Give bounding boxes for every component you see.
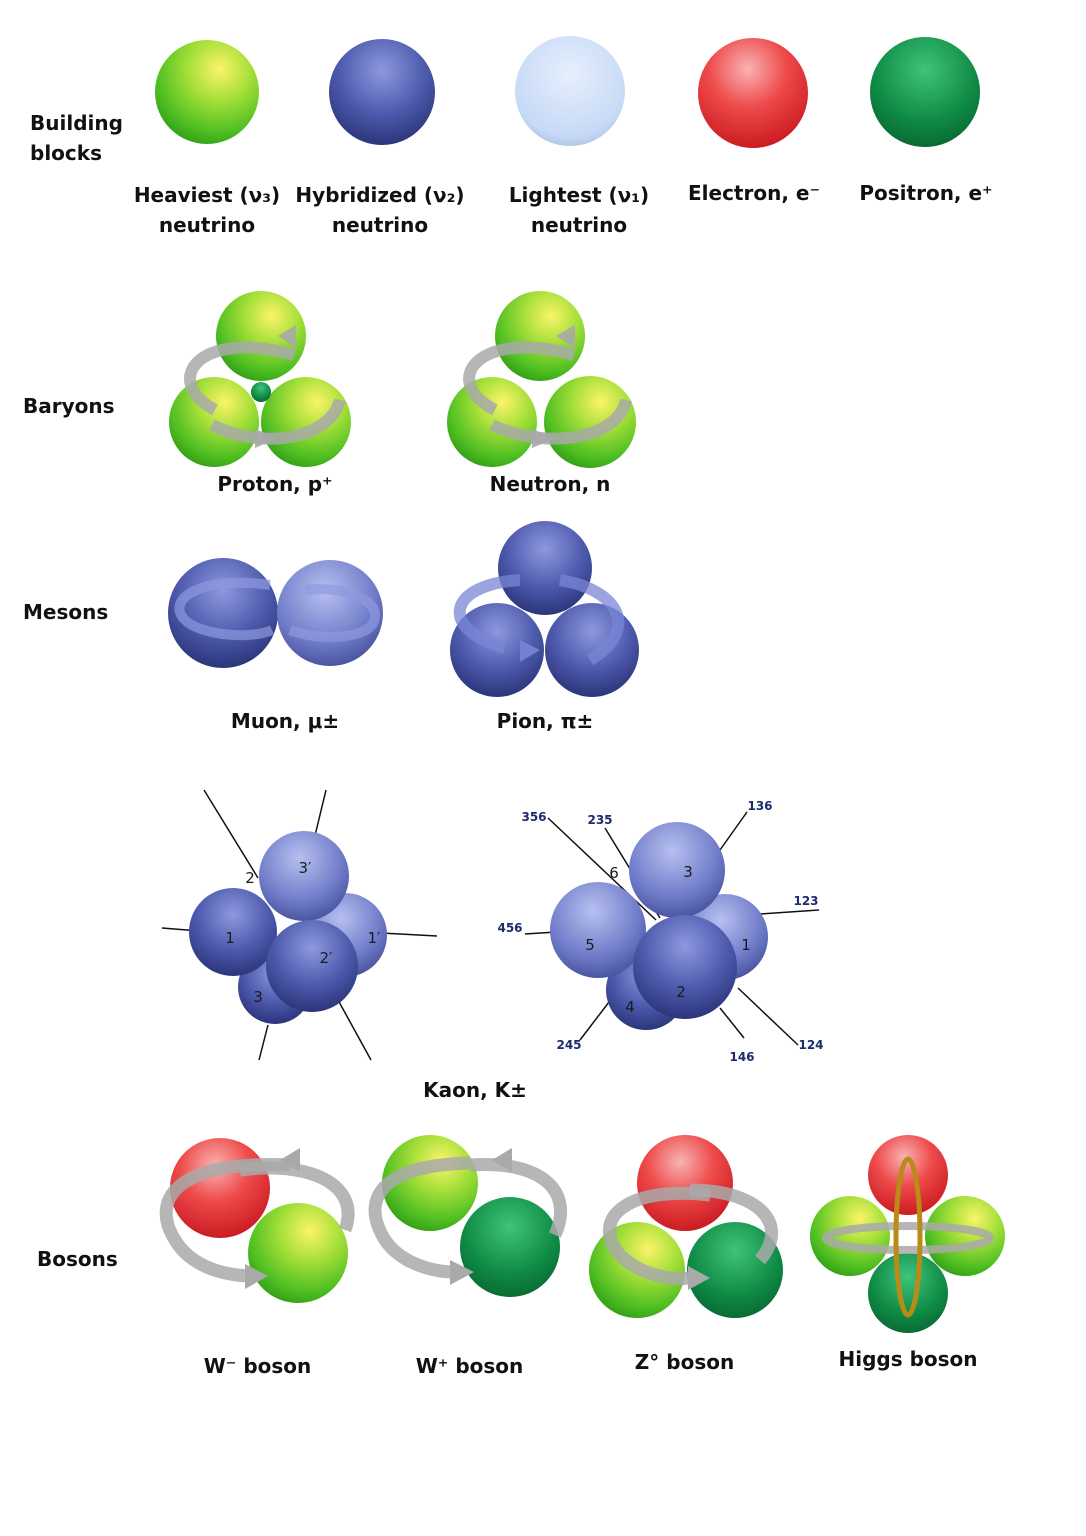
caption-neutron: Neutron, n: [489, 472, 611, 496]
kaon-left-label-2prime: 2′: [320, 949, 334, 967]
caption-higgs-boson: Higgs boson: [838, 1347, 978, 1371]
higgs-boson-diagram: [810, 1135, 1005, 1333]
kaon-left-label-3: 3: [253, 988, 263, 1006]
w-minus-boson-diagram: [159, 1138, 355, 1303]
proton-diagram: [169, 291, 351, 467]
neutron-diagram: [447, 291, 636, 468]
kaon-line-label-123: 123: [793, 894, 818, 908]
lightest-neutrino-sphere: [515, 36, 625, 146]
kaon-left-label-1prime: 1′: [368, 929, 382, 947]
caption-heaviest-neutrino: Heaviest (ν₃) neutrino: [118, 180, 296, 240]
kaon-left-label-3prime: 3′: [299, 859, 313, 877]
positron-sphere: [870, 37, 980, 147]
hybridized-neutrino-sphere: [329, 39, 435, 145]
heaviest-neutrino-sphere: [155, 40, 259, 144]
kaon-line-label-136: 136: [747, 799, 772, 813]
row-label-mesons: Mesons: [23, 600, 109, 624]
caption-hybridized-neutrino: Hybridized (ν₂) neutrino: [290, 180, 470, 240]
caption-muon: Muon, μ±: [230, 709, 340, 733]
caption-electron: Electron, e⁻: [687, 181, 821, 205]
caption-z0-boson: Z° boson: [634, 1350, 735, 1374]
row-label-building-blocks: Building blocks: [30, 108, 123, 168]
kaon-right-label-3: 3: [683, 863, 693, 881]
kaon-right-label-4: 4: [625, 998, 635, 1016]
caption-hybridized-neutrino-line1: Hybridized (ν₂): [295, 183, 465, 207]
kaon-line-label-356: 356: [521, 810, 546, 824]
kaon-right-label-1: 1: [741, 936, 751, 954]
kaon-line-label-124: 124: [798, 1038, 823, 1052]
caption-kaon: Kaon, K±: [423, 1078, 527, 1102]
caption-pion: Pion, π±: [496, 709, 594, 733]
kaon-left-label-1: 1: [225, 929, 235, 947]
caption-lightest-neutrino-line2: neutrino: [530, 213, 628, 237]
caption-positron: Positron, e⁺: [859, 181, 993, 205]
row-label-bosons: Bosons: [37, 1247, 118, 1271]
caption-heaviest-neutrino-line2: neutrino: [158, 213, 256, 237]
kaon-right-label-6: 6: [609, 864, 619, 882]
kaon-line-label-245: 245: [556, 1038, 581, 1052]
row-label-baryons: Baryons: [23, 394, 115, 418]
kaon-line-label-456: 456: [497, 921, 522, 935]
kaon-line-label-235: 235: [587, 813, 612, 827]
muon-diagram: [168, 558, 383, 668]
kaon-left-label-2: 2: [245, 869, 255, 887]
pion-diagram: [450, 521, 639, 697]
kaon-right-diagram: 3 6 5 1 2 4 356 235 136 123 456 245 146 …: [497, 799, 823, 1064]
caption-w-minus-boson: W⁻ boson: [203, 1354, 312, 1378]
caption-w-plus-boson: W⁺ boson: [415, 1354, 524, 1378]
caption-lightest-neutrino: Lightest (ν₁) neutrino: [490, 180, 668, 240]
w-plus-boson-diagram: [368, 1135, 567, 1297]
kaon-right-label-5: 5: [585, 936, 595, 954]
kaon-line-label-146: 146: [729, 1050, 754, 1064]
electron-sphere: [698, 38, 808, 148]
kaon-right-label-2: 2: [676, 983, 686, 1001]
kaon-left-diagram: 2 3′ 1 1′ 2′ 3: [161, 789, 438, 1061]
caption-lightest-neutrino-line1: Lightest (ν₁): [508, 183, 650, 207]
z0-boson-diagram: [589, 1135, 783, 1318]
caption-proton: Proton, p⁺: [217, 472, 333, 496]
row-label-building-blocks-text: Building blocks: [30, 111, 123, 165]
caption-hybridized-neutrino-line2: neutrino: [331, 213, 429, 237]
caption-heaviest-neutrino-line1: Heaviest (ν₃): [133, 183, 281, 207]
